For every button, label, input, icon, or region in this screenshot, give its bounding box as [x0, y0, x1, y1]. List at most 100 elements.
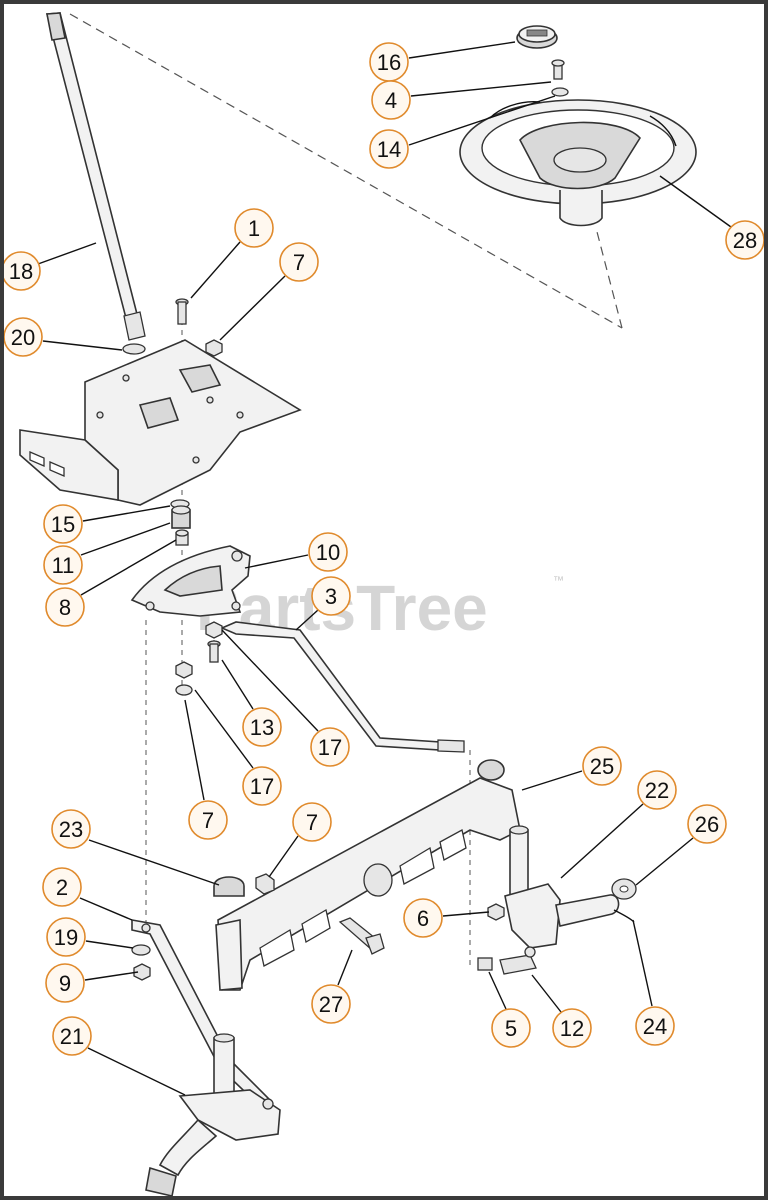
- callout-6: 6: [403, 898, 490, 938]
- callout-circle: [292, 802, 332, 842]
- callout-number: 3: [325, 584, 337, 609]
- cotter-pin: [613, 909, 635, 923]
- callout-number: 25: [590, 754, 614, 779]
- callout-11: 11: [43, 522, 171, 585]
- callout-leader-line: [221, 629, 319, 732]
- gear-spacer: [175, 529, 189, 546]
- callout-leader-line: [408, 95, 556, 146]
- lower-nut: [175, 661, 193, 679]
- callout-leader-line: [219, 275, 286, 341]
- callout-leader-line: [80, 539, 177, 596]
- plate-bolt: [175, 298, 189, 325]
- callout-7: 7: [184, 699, 228, 840]
- steering-wheel: [459, 99, 697, 227]
- callout-7: 7: [219, 242, 319, 341]
- sector-gear: [130, 545, 251, 617]
- callout-leader-line: [521, 770, 583, 791]
- callout-number: 24: [643, 1014, 667, 1039]
- callout-16: 16: [369, 41, 516, 82]
- callout-number: 17: [250, 774, 274, 799]
- callout-leader-line: [84, 971, 139, 981]
- callout-number: 26: [695, 812, 719, 837]
- callout-number: 9: [59, 971, 71, 996]
- callout-circle: [582, 746, 622, 786]
- callout-circle: [552, 1008, 592, 1048]
- callout-circle: [43, 545, 83, 585]
- callout-10: 10: [244, 532, 348, 572]
- assembly-line-top: [69, 13, 623, 329]
- callout-22: 22: [560, 770, 677, 879]
- callout-number: 1: [248, 216, 260, 241]
- left-spindle: [145, 1033, 281, 1196]
- callout-circle: [279, 242, 319, 282]
- callout-28: 28: [659, 175, 764, 260]
- callout-leader-line: [79, 897, 133, 921]
- callout-number: 10: [316, 540, 340, 565]
- spindle-washer: [611, 878, 637, 900]
- watermark-trademark: ™: [553, 575, 564, 587]
- callout-number: 11: [52, 553, 75, 578]
- callout-circle: [51, 809, 91, 849]
- callout-leader-line: [408, 41, 516, 59]
- callout-7: 7: [268, 802, 332, 878]
- callout-circle: [725, 220, 764, 260]
- callout-number: 5: [505, 1016, 517, 1041]
- callout-circle: [311, 984, 351, 1024]
- callout-leader-line: [190, 241, 241, 299]
- callout-21: 21: [52, 1016, 186, 1096]
- callout-leader-line: [635, 837, 694, 886]
- callout-number: 14: [377, 137, 401, 162]
- callout-leader-line: [87, 1047, 186, 1096]
- callout-leader-line: [488, 971, 507, 1010]
- callout-circle: [234, 208, 274, 248]
- callout-20: 20: [4, 317, 123, 357]
- callout-number: 18: [9, 259, 33, 284]
- callout-leader-line: [659, 175, 732, 228]
- callout-15: 15: [43, 504, 171, 544]
- callout-3: 3: [295, 576, 351, 631]
- callout-12: 12: [531, 974, 592, 1048]
- callout-number: 27: [319, 992, 343, 1017]
- callout-number: 23: [59, 817, 83, 842]
- callout-number: 20: [11, 325, 35, 350]
- plate-nut: [205, 339, 223, 357]
- callout-4: 4: [371, 80, 552, 120]
- callout-23: 23: [51, 809, 220, 886]
- callout-leader-line: [221, 659, 254, 710]
- callout-circle: [371, 80, 411, 120]
- callout-number: 28: [733, 228, 757, 253]
- callout-number: 17: [318, 735, 342, 760]
- steering-shaft: [45, 12, 146, 355]
- callout-leader-line: [42, 340, 123, 351]
- callout-leader-line: [531, 974, 562, 1013]
- steering-parts-diagram: PartsTree ™: [4, 12, 764, 1196]
- callout-24: 24: [632, 919, 675, 1046]
- callout-circle: [311, 576, 351, 616]
- tie-rod-end: [499, 946, 537, 975]
- lower-washer: [175, 684, 193, 696]
- callout-circle: [242, 707, 282, 747]
- callout-circle: [4, 317, 43, 357]
- callout-leader-line: [295, 609, 319, 631]
- tie-rod-nut: [487, 903, 505, 921]
- callout-leader-line: [88, 839, 220, 886]
- callout-number: 16: [377, 50, 401, 75]
- callout-leader-line: [85, 940, 134, 949]
- callout-2: 2: [42, 867, 133, 921]
- callout-27: 27: [311, 949, 353, 1024]
- callout-circle: [43, 504, 83, 544]
- callout-circle: [687, 804, 727, 844]
- link-bushing: [131, 944, 151, 956]
- callout-number: 7: [202, 808, 214, 833]
- front-axle: [215, 759, 521, 991]
- drag-link: [219, 621, 465, 753]
- callout-circle: [310, 727, 350, 767]
- callout-leader-line: [82, 505, 171, 522]
- callout-circle: [308, 532, 348, 572]
- callout-circle: [635, 1006, 675, 1046]
- callout-leader-line: [244, 554, 309, 569]
- callout-number: 22: [645, 778, 669, 803]
- callout-circle: [188, 800, 228, 840]
- callout-1: 1: [190, 208, 274, 299]
- callout-18: 18: [4, 242, 97, 291]
